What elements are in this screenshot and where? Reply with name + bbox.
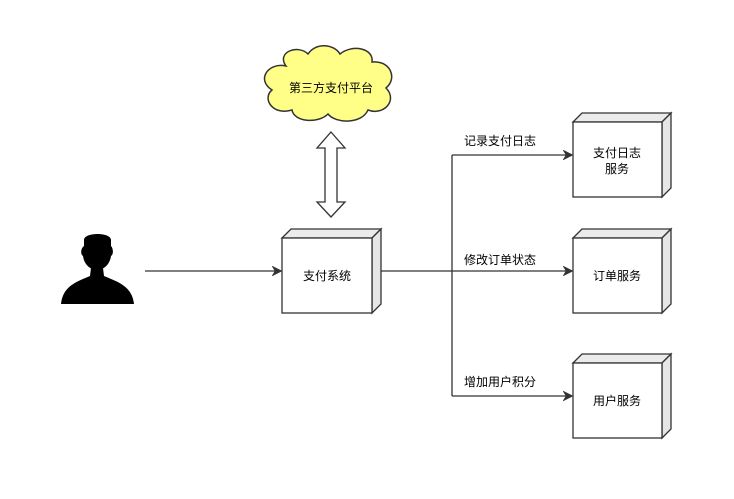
order-service-box-top	[571, 228, 673, 239]
order-service-box[interactable]: 订单服务	[571, 227, 673, 315]
log-service-box[interactable]: 支付日志 服务	[571, 111, 673, 199]
log-service-label-line1: 支付日志	[593, 146, 641, 160]
user-service-box[interactable]: 用户服务	[571, 352, 673, 440]
double-arrow-icon	[315, 131, 347, 218]
log-service-box-front	[572, 121, 663, 198]
order-service-box-front	[572, 237, 663, 314]
user-service-box-top	[571, 353, 673, 364]
third-party-payment-cloud[interactable]: 第三方支付平台	[263, 45, 393, 122]
to-order-service-label: 修改订单状态	[464, 252, 536, 267]
log-service-box-top	[571, 112, 673, 123]
log-service-label-line2: 服务	[605, 161, 629, 176]
cloud-shape	[263, 45, 393, 122]
payment-system-box-front	[281, 237, 373, 314]
cloud-label: 第三方支付平台	[289, 80, 373, 95]
order-service-box-side	[661, 227, 672, 315]
payment-system-label: 支付系统	[303, 269, 351, 283]
to-log-service-label: 记录支付日志	[464, 134, 536, 148]
user-service-label: 用户服务	[593, 393, 641, 408]
payment-system-box[interactable]: 支付系统	[280, 227, 383, 315]
service-connectors	[381, 155, 453, 396]
person-icon	[61, 234, 134, 304]
user-service-box-side	[661, 352, 672, 440]
user-service-box-front	[572, 362, 663, 439]
log-service-box-side	[661, 111, 672, 199]
to-user-service-label: 增加用户积分	[464, 374, 536, 389]
order-service-label: 订单服务	[593, 268, 641, 283]
payment-system-box-top	[280, 228, 383, 239]
payment-system-box-side	[371, 227, 382, 315]
